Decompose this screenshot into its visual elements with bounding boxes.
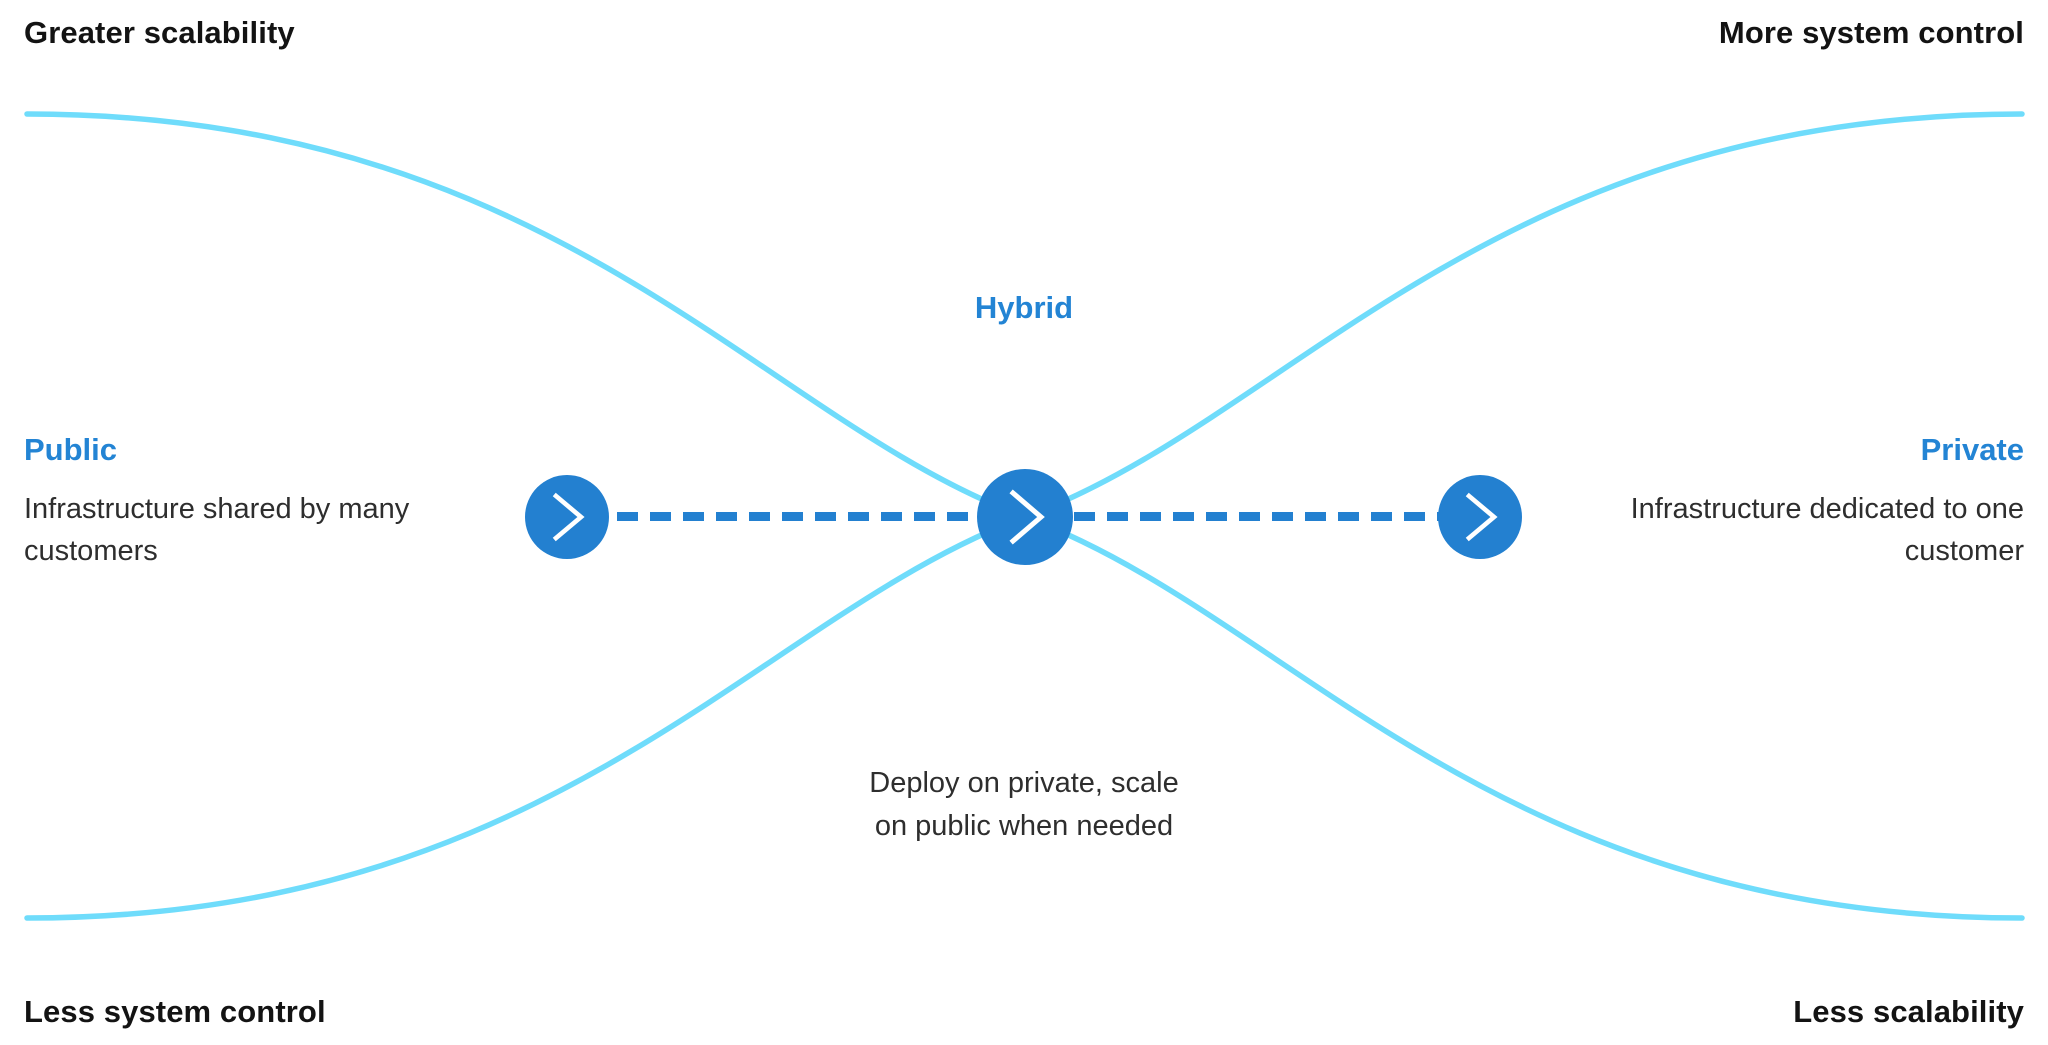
connector-public-to-hybrid	[617, 512, 992, 521]
private-node-chevron-right-icon[interactable]	[1438, 475, 1522, 559]
public-block: Public Infrastructure shared by many cus…	[24, 432, 454, 573]
private-description: Infrastructure dedicated to one customer	[1594, 488, 2024, 573]
corner-label-bottom-left: Less system control	[24, 993, 326, 1029]
hybrid-description-line-1: Deploy on private, scale	[869, 767, 1179, 799]
public-description-line-1: Infrastructure shared	[24, 492, 292, 525]
hybrid-node-chevron-right-icon[interactable]	[977, 469, 1073, 565]
hybrid-description: Deploy on private, scale on public when …	[0, 762, 2048, 847]
public-description: Infrastructure shared by many customers	[24, 488, 454, 573]
connector-hybrid-to-private	[1074, 512, 1451, 521]
public-title: Public	[24, 432, 118, 467]
private-description-line-2: to one customer	[1904, 492, 2024, 568]
corner-label-top-right: More system control	[1718, 15, 2024, 50]
hybrid-description-line-2: on public when needed	[874, 809, 1174, 842]
hybrid-title: Hybrid	[974, 290, 1074, 325]
corner-label-top-left: Greater scalability	[24, 15, 295, 50]
private-description-line-1: Infrastructure dedicated	[1630, 492, 1936, 525]
private-block: Private Infrastructure dedicated to one …	[1594, 432, 2024, 573]
corner-label-bottom-right: Less scalability	[1793, 993, 2024, 1029]
public-node-chevron-right-icon[interactable]	[525, 475, 609, 559]
private-title: Private	[1920, 432, 2024, 467]
public-description-line-2: by many customers	[24, 492, 410, 568]
